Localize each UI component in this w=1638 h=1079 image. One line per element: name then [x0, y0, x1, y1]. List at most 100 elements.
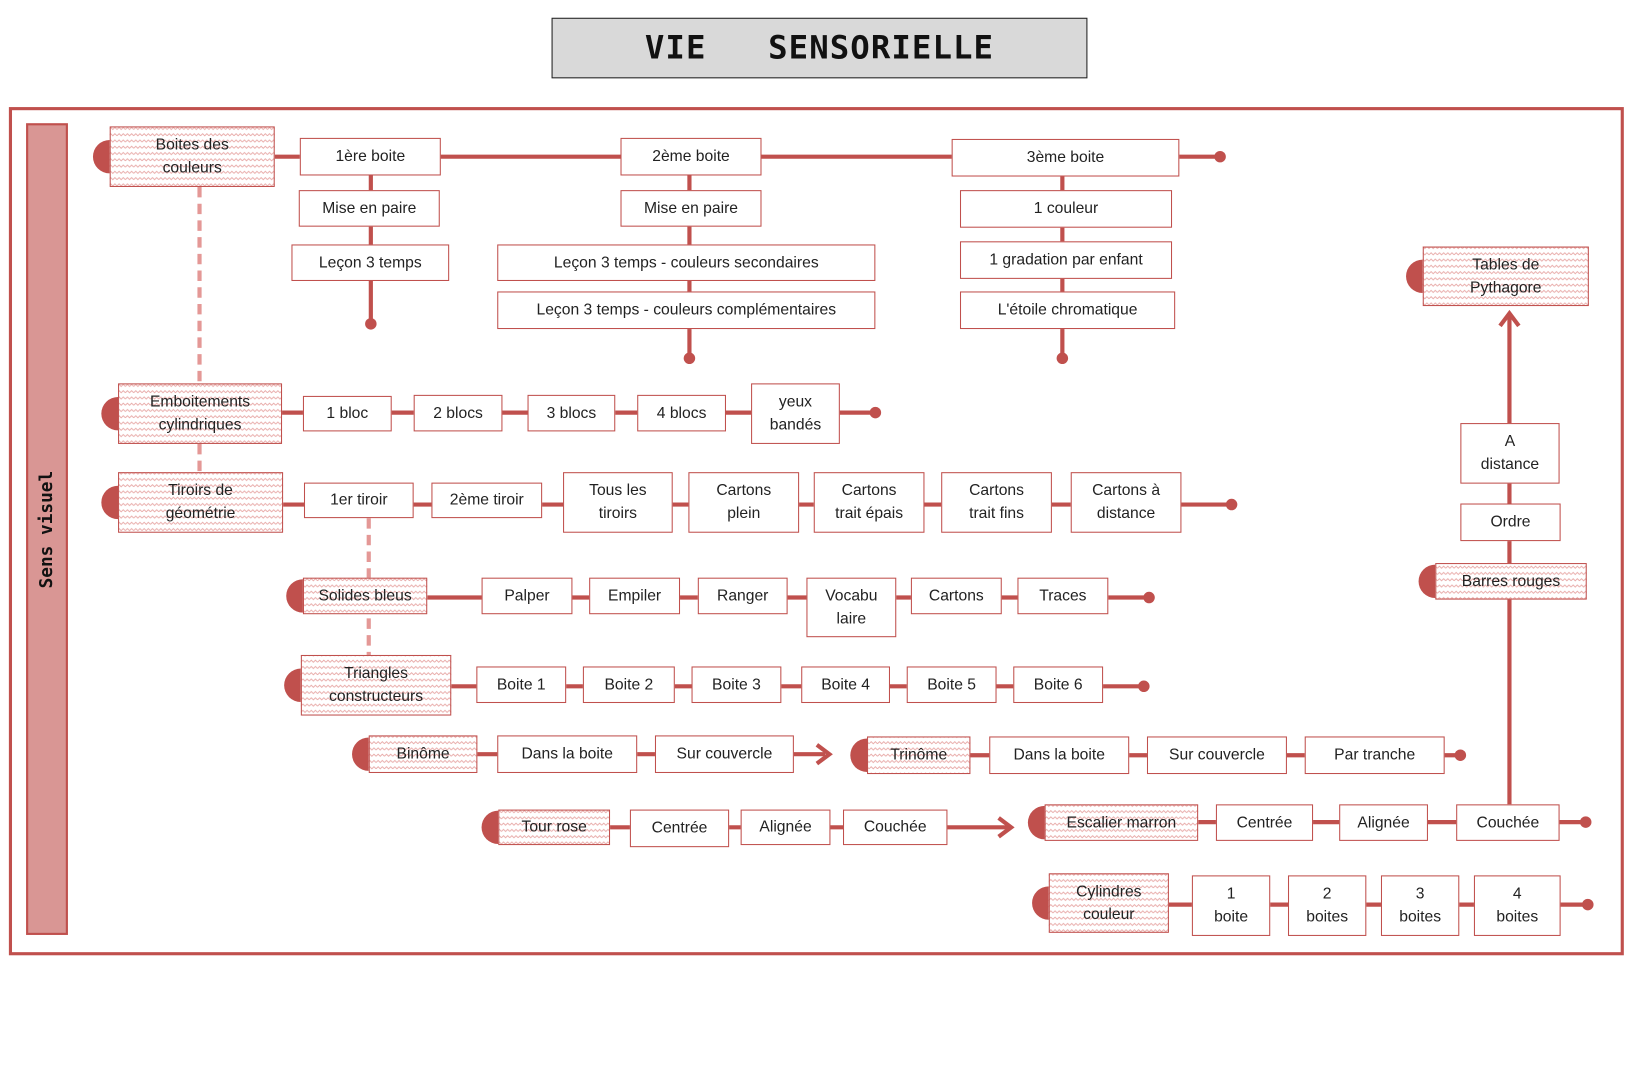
hatch-fill	[867, 736, 971, 775]
node-b1-mise-en-paire: Mise en paire	[298, 190, 440, 227]
node-escalier-centree: Centrée	[1215, 804, 1314, 841]
node-binome: Binôme	[368, 735, 478, 774]
node-boite-4: Boite 4	[801, 666, 890, 704]
node-trinome: Trinôme	[867, 736, 971, 775]
node-vocabulaire: Vocabu laire	[806, 577, 897, 638]
half-circle-marker-icon	[352, 737, 369, 771]
node-ordre: Ordre	[1460, 503, 1561, 542]
hatch-fill	[498, 809, 611, 846]
end-dot	[1138, 680, 1150, 693]
node-b2-lecon-secondaires: Leçon 3 temps - couleurs secondaires	[497, 244, 876, 281]
node-boite-1: Boite 1	[476, 666, 567, 704]
node-cyl-2-boites: 2 boites	[1287, 875, 1367, 936]
node-trinome-dans-boite: Dans la boite	[989, 736, 1130, 775]
node-traces: Traces	[1017, 577, 1109, 615]
node-1-bloc: 1 bloc	[302, 395, 392, 432]
hatch-fill	[118, 383, 283, 444]
node-palper: Palper	[481, 577, 573, 615]
node-tour-centree: Centrée	[629, 809, 730, 848]
arrow-head-icon	[1498, 309, 1521, 328]
end-dot	[365, 318, 377, 330]
node-1er-tiroir: 1er tiroir	[303, 482, 414, 519]
node-yeux-bandes: yeux bandés	[751, 383, 840, 444]
node-b2-lecon-complementaires: Leçon 3 temps - couleurs complémentaires	[497, 291, 876, 330]
node-2eme-tiroir: 2ème tiroir	[431, 482, 543, 519]
hatch-fill	[1422, 246, 1589, 307]
side-bar: Sens visuel	[26, 123, 68, 935]
page-title: VIE SENSORIELLE	[551, 17, 1088, 79]
hatch-fill	[118, 472, 284, 533]
node-cyl-1-boite: 1 boite	[1191, 875, 1271, 936]
node-binome-dans-boite: Dans la boite	[497, 735, 638, 774]
node-cartons-distance: Cartons à distance	[1070, 472, 1182, 533]
node-solides-bleus: Solides bleus	[302, 577, 428, 615]
hatch-fill	[300, 654, 452, 716]
node-trinome-couvercle: Sur couvercle	[1146, 736, 1287, 775]
node-boite-6: Boite 6	[1013, 666, 1104, 704]
end-dot	[683, 352, 696, 365]
half-circle-marker-icon	[850, 738, 868, 772]
node-boites-des-couleurs: Boites des couleurs	[109, 126, 275, 187]
node-2-blocs: 2 blocs	[413, 394, 503, 432]
end-dot	[1056, 352, 1069, 365]
end-dot	[1225, 498, 1238, 511]
node-1ere-boite: 1ère boite	[299, 137, 441, 176]
node-cartons-plein: Cartons plein	[688, 472, 800, 533]
arrow-head-icon	[815, 743, 833, 766]
node-tour-rose: Tour rose	[498, 809, 611, 846]
node-cyl-4-boites: 4 boites	[1473, 875, 1561, 936]
node-tiroirs-geometrie: Tiroirs de géométrie	[118, 472, 284, 533]
end-dot	[1579, 816, 1592, 828]
node-ranger: Ranger	[697, 577, 788, 615]
node-emboitements: Emboitements cylindriques	[118, 383, 283, 444]
node-b3-1-couleur: 1 couleur	[959, 190, 1173, 228]
node-b2-mise-en-paire: Mise en paire	[620, 190, 762, 227]
end-dot	[869, 406, 882, 419]
hatch-fill	[302, 577, 428, 615]
hatch-fill	[1048, 873, 1169, 933]
node-escalier-alignee: Alignée	[1339, 804, 1428, 841]
half-circle-marker-icon	[284, 668, 301, 702]
half-circle-marker-icon	[1418, 564, 1436, 599]
node-cyl-3-boites: 3 boites	[1380, 875, 1460, 936]
node-tables-pythagore: Tables de Pythagore	[1422, 246, 1589, 307]
node-tour-couchee: Couchée	[842, 809, 948, 846]
node-2eme-boite: 2ème boite	[620, 137, 762, 176]
node-cartons-trait-epais: Cartons trait épais	[813, 472, 925, 533]
node-a-distance: A distance	[1460, 423, 1560, 484]
node-cylindres-couleur: Cylindres couleur	[1048, 873, 1169, 933]
node-b3-gradation: 1 gradation par enfant	[959, 241, 1173, 279]
half-circle-marker-icon	[481, 810, 499, 845]
node-binome-couvercle: Sur couvercle	[654, 735, 794, 774]
node-triangles: Triangles constructeurs	[300, 654, 452, 716]
node-3-blocs: 3 blocs	[527, 394, 616, 432]
hatch-fill	[1044, 804, 1199, 841]
half-circle-marker-icon	[101, 396, 119, 431]
node-4-blocs: 4 blocs	[637, 394, 726, 432]
hatch-fill	[1435, 563, 1587, 600]
node-cartons: Cartons	[910, 577, 1002, 615]
side-label: Sens visuel	[36, 470, 58, 588]
arrow-head-icon	[997, 816, 1015, 839]
end-dot	[1143, 591, 1155, 604]
node-tous-les-tiroirs: Tous les tiroirs	[563, 472, 673, 533]
half-circle-marker-icon	[101, 485, 119, 520]
node-cartons-trait-fins: Cartons trait fins	[941, 472, 1052, 533]
node-escalier-marron: Escalier marron	[1044, 804, 1199, 841]
end-dot	[1214, 150, 1226, 163]
half-circle-marker-icon	[1027, 805, 1045, 840]
node-trinome-tranche: Par tranche	[1304, 736, 1445, 775]
node-barres-rouges: Barres rouges	[1435, 563, 1587, 600]
half-circle-marker-icon	[92, 139, 110, 174]
end-dot	[1454, 749, 1467, 761]
node-empiler: Empiler	[589, 577, 681, 615]
hatch-fill	[368, 735, 478, 774]
node-escalier-couchee: Couchée	[1456, 804, 1560, 841]
outer-frame	[8, 107, 1624, 956]
node-3eme-boite: 3ème boite	[951, 138, 1180, 177]
node-boite-5: Boite 5	[906, 666, 997, 704]
half-circle-marker-icon	[286, 579, 303, 613]
half-circle-marker-icon	[1406, 259, 1423, 294]
end-dot	[1582, 898, 1594, 911]
